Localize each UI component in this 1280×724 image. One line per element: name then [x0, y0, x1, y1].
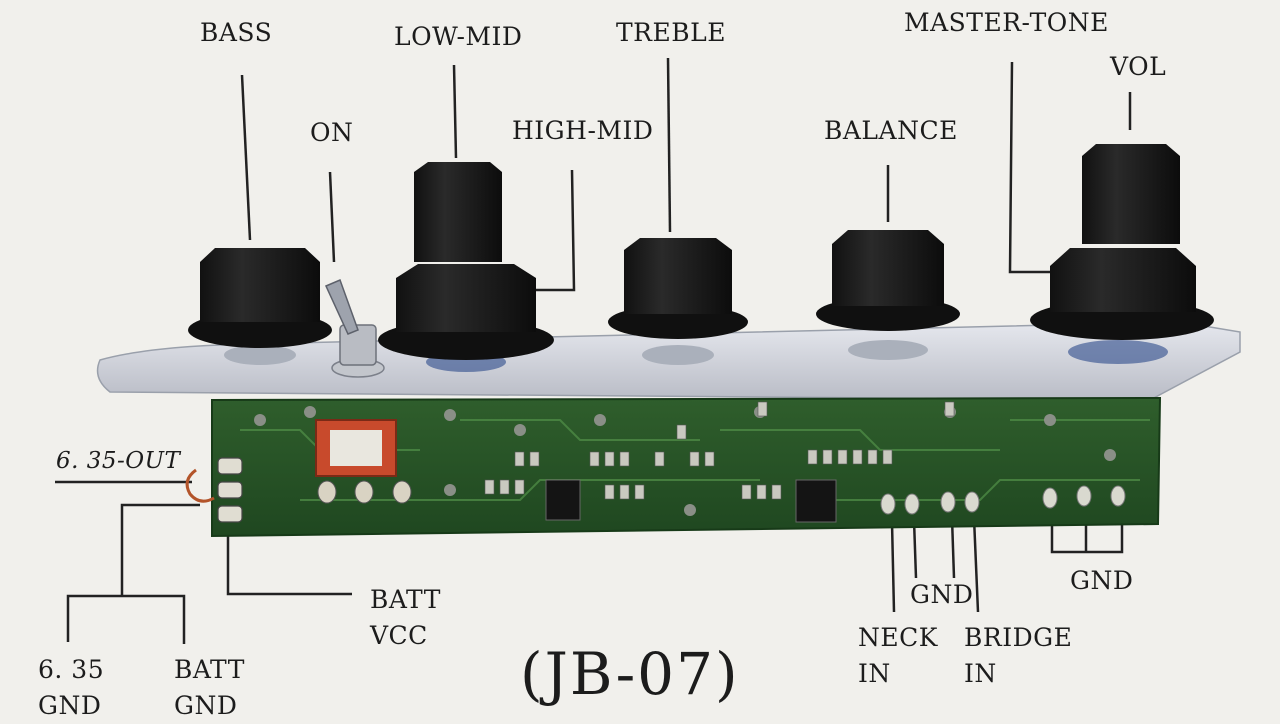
label-635-gnd: 6. 35 GND [38, 655, 105, 720]
label-low-mid: LOW-MID [394, 22, 523, 51]
knob-bass [188, 248, 332, 365]
label-treble: TREBLE [616, 18, 726, 47]
label-neck-in: NECK IN [858, 623, 938, 688]
knob-treble [608, 238, 748, 365]
on-toggle-switch [324, 278, 385, 378]
label-batt-vcc: BATT VCC [370, 585, 441, 650]
label-master-tone: MASTER-TONE [904, 8, 1109, 37]
label-bridge-in: BRIDGE IN [964, 623, 1073, 688]
circuit-board [211, 396, 1162, 538]
label-635-out: 6. 35-OUT [56, 448, 181, 474]
label-bass: BASS [200, 18, 273, 47]
label-vol: VOL [1110, 52, 1167, 81]
label-on: ON [310, 118, 354, 147]
knob-vol [1082, 144, 1180, 244]
knob-balance [816, 230, 960, 360]
label-batt-gnd: BATT GND [174, 655, 245, 720]
knob-low-mid [378, 162, 554, 372]
leader-lines [55, 57, 1132, 644]
label-balance: BALANCE [824, 116, 958, 145]
knob-master-tone [1030, 248, 1214, 364]
model-number: (JB-07) [520, 640, 740, 708]
label-high-mid: HIGH-MID [512, 116, 654, 145]
label-gnd-pickups: GND [910, 580, 974, 609]
label-gnd-right: GND [1070, 566, 1134, 595]
